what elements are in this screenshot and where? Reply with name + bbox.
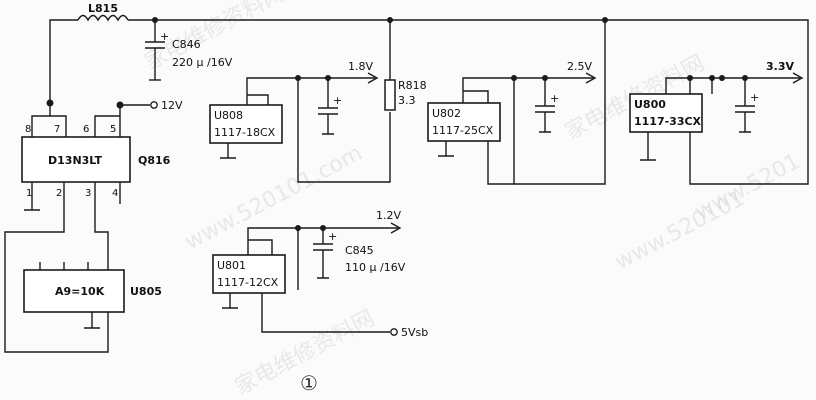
ic-u805	[23, 269, 125, 313]
capacitor-polarity: +	[160, 30, 169, 43]
wire-top-rail	[128, 19, 809, 185]
rail-5vsb-label: 5Vsb	[401, 326, 428, 339]
pin-wire	[94, 105, 121, 137]
u800-label: U800	[634, 98, 666, 111]
q816-label: Q816	[138, 154, 171, 167]
c846-label: C846	[172, 38, 201, 51]
rail-2v5-label: 2.5V	[567, 60, 592, 73]
inductor-label: L815	[88, 2, 118, 15]
svg-text:+: +	[550, 92, 559, 105]
pin-number: 8	[25, 124, 31, 135]
arrow-2v5	[585, 72, 597, 84]
wire	[689, 78, 713, 94]
rail-1v8-label: 1.8V	[348, 60, 373, 73]
pin-number: 2	[56, 188, 62, 199]
arrow-1v8	[367, 72, 379, 84]
wire-1v8	[246, 77, 375, 105]
capacitor-c846: +	[145, 20, 169, 81]
rail-3v3-label: 3.3V	[766, 60, 794, 73]
ic-u800	[629, 93, 703, 133]
u801-label: U801	[217, 259, 246, 272]
watermark-layer: 家电维修资料网 www.520101.com 家电维修资料网 www.52010…	[141, 0, 804, 400]
u802-part: 1117-25CX	[432, 124, 494, 137]
junction-dot	[742, 75, 748, 81]
svg-text:+: +	[750, 91, 759, 104]
pin-wire	[220, 143, 236, 159]
junction-dot	[46, 99, 54, 107]
capacitor-3v3: +	[735, 78, 759, 133]
watermark-text: www.520101.com	[181, 141, 367, 256]
pin-number: 1	[26, 188, 32, 199]
pin-wire	[438, 141, 454, 157]
ic-u802	[427, 102, 501, 142]
pin-number: 3	[85, 188, 91, 199]
r818-label: R818	[398, 79, 427, 92]
u805-label: U805	[130, 285, 162, 298]
wire-2v5	[462, 77, 593, 103]
svg-text:+: +	[328, 230, 337, 243]
svg-text:+: +	[333, 94, 342, 107]
wire-top-rail	[49, 19, 78, 103]
pin-wire	[31, 103, 67, 137]
terminal-5vsb	[390, 328, 398, 336]
figure-number: ①	[300, 371, 318, 395]
pin-wire	[84, 312, 100, 329]
c846-value: 220 μ /16V	[172, 56, 233, 69]
capacitor-1v8: +	[318, 78, 342, 135]
u808-part: 1117-18CX	[214, 126, 276, 139]
wire	[297, 78, 391, 183]
arrow-1v2	[390, 222, 402, 234]
u802-label: U802	[432, 107, 461, 120]
u801-part: 1117-12CX	[217, 276, 279, 289]
pin-number: 4	[112, 188, 118, 199]
inductor-l815	[77, 14, 129, 22]
r818-value: 3.3	[398, 94, 416, 107]
pin-wire	[4, 182, 109, 353]
u808-label: U808	[214, 109, 243, 122]
pin-number: 6	[83, 124, 89, 135]
watermark-text: www.5201	[691, 149, 804, 225]
resistor-r818	[384, 79, 396, 111]
wire-3v3	[665, 77, 800, 94]
pin-wire	[94, 182, 109, 262]
pin-number: 5	[110, 124, 116, 135]
arrow-3v3	[792, 72, 804, 84]
capacitor-c845: +	[313, 228, 337, 279]
capacitor-2v5: +	[535, 78, 559, 133]
u800-part: 1117-33CX	[634, 115, 702, 128]
ic-u801	[212, 254, 286, 294]
q816-part: D13N3LT	[48, 154, 102, 167]
pin-number: 7	[54, 124, 60, 135]
rail-12v-label: 12V	[161, 99, 183, 112]
rail-1v2-label: 1.2V	[376, 209, 401, 222]
ic-u808	[209, 104, 283, 144]
ic-q816	[21, 136, 131, 183]
pin-wire	[222, 293, 238, 309]
wire	[487, 141, 514, 185]
c845-value: 110 μ /16V	[345, 261, 406, 274]
junction-dot	[719, 75, 725, 81]
terminal-12v	[150, 101, 158, 109]
c845-label: C845	[345, 244, 374, 257]
pin-wire	[24, 182, 40, 211]
pin-wire	[39, 262, 109, 270]
u805-part: A9=10K	[55, 285, 105, 298]
wire-1v2	[247, 227, 398, 255]
wire	[513, 20, 606, 185]
pin-wire	[640, 132, 656, 161]
wire-5vsb	[261, 293, 390, 333]
